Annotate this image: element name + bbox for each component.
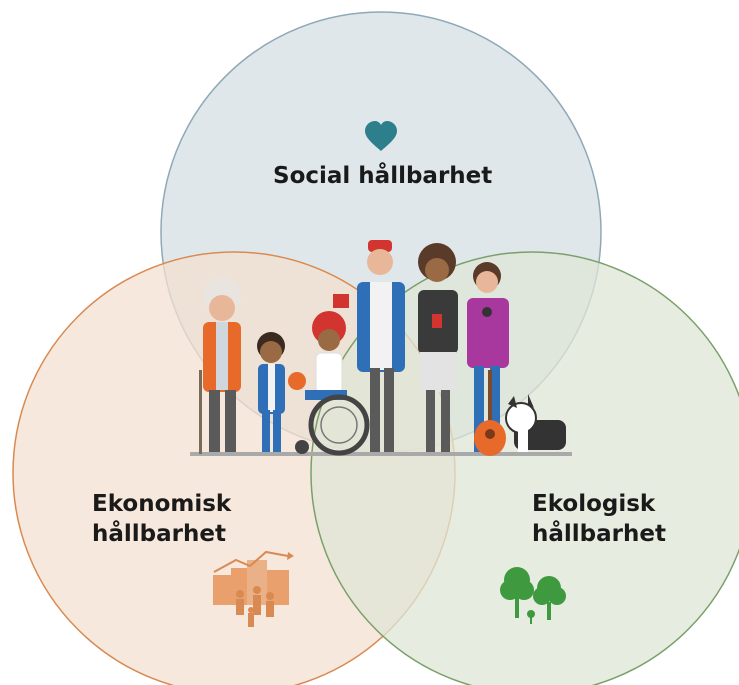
guitar-icon: [474, 370, 506, 456]
woman-figure: [418, 243, 458, 452]
ecological-circle: [310, 251, 739, 685]
city-growth-family-icon: [213, 550, 294, 627]
girl-figure: [467, 262, 509, 452]
ecological-sustainability-label: Ekologisk hållbarhet: [532, 489, 666, 549]
economic-label-line1: Ekonomisk: [92, 491, 232, 517]
ecological-label-line1: Ekologisk: [532, 491, 656, 517]
economic-sustainability-label: Ekonomisk hållbarhet: [92, 489, 231, 549]
economic-label-line2: hållbarhet: [92, 521, 226, 547]
dog-icon: [505, 394, 566, 452]
heart-icon: [365, 121, 397, 151]
wheelchair-user-figure: [288, 311, 370, 456]
social-sustainability-label: Social hållbarhet: [273, 161, 492, 191]
boy-figure: [257, 332, 285, 452]
trees-icon: [500, 567, 566, 624]
social-label-text: Social hållbarhet: [273, 163, 493, 189]
tall-man-figure: [333, 240, 405, 452]
ecological-label-line2: hållbarhet: [532, 521, 666, 547]
grandma-figure: [199, 277, 241, 454]
group-of-diverse-people-icon: [190, 240, 572, 456]
